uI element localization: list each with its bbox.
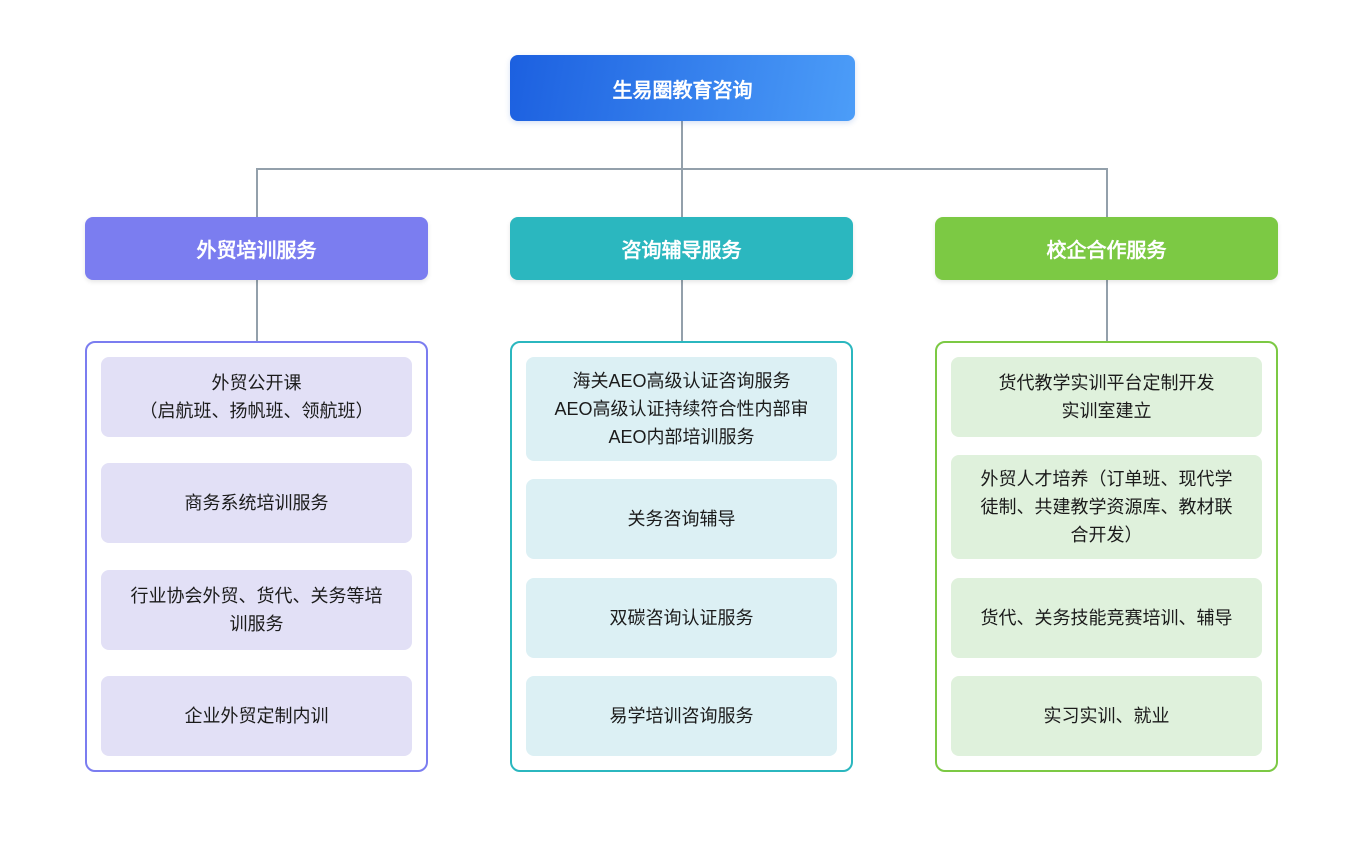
branch-header-school-enterprise-cooperation[interactable]: 校企合作服务 <box>935 217 1278 280</box>
branch-container-foreign-trade-training: 外贸公开课 （启航班、扬帆班、领航班） 商务系统培训服务 行业协会外贸、货代、关… <box>85 341 428 772</box>
branch-header-consulting-coaching[interactable]: 咨询辅导服务 <box>510 217 853 280</box>
connector-stem-branch-3 <box>1106 280 1108 342</box>
branch-item[interactable]: 关务咨询辅导 <box>526 479 837 560</box>
connector-root-vertical <box>681 121 683 169</box>
connector-drop-branch-3 <box>1106 168 1108 218</box>
branch-header-label: 咨询辅导服务 <box>621 240 742 262</box>
branch-item[interactable]: 行业协会外贸、货代、关务等培训服务 <box>101 569 412 650</box>
branch-header-label: 校企合作服务 <box>1046 240 1167 262</box>
branch-item[interactable]: 外贸公开课 （启航班、扬帆班、领航班） <box>101 357 412 437</box>
root-node[interactable]: 生易圈教育咨询 <box>510 55 855 121</box>
branch-header-label: 外贸培训服务 <box>196 240 317 262</box>
branch-item[interactable]: 海关AEO高级认证咨询服务 AEO高级认证持续符合性内部审 AEO内部培训服务 <box>526 357 837 461</box>
connector-drop-branch-1 <box>256 168 258 218</box>
branch-container-consulting-coaching: 海关AEO高级认证咨询服务 AEO高级认证持续符合性内部审 AEO内部培训服务 … <box>510 341 853 772</box>
branch-consulting-coaching: 咨询辅导服务 海关AEO高级认证咨询服务 AEO高级认证持续符合性内部审 AEO… <box>510 217 853 772</box>
branch-item[interactable]: 外贸人才培养（订单班、现代学徒制、共建教学资源库、教材联合开发） <box>951 455 1262 560</box>
connector-drop-branch-2 <box>681 168 683 218</box>
branch-item[interactable]: 商务系统培训服务 <box>101 463 412 544</box>
connector-stem-branch-1 <box>256 280 258 342</box>
branch-item[interactable]: 货代、关务技能竞赛培训、辅导 <box>951 577 1262 658</box>
branch-item[interactable]: 双碳咨询认证服务 <box>526 577 837 658</box>
branch-item[interactable]: 易学培训咨询服务 <box>526 675 837 756</box>
branch-item[interactable]: 实习实训、就业 <box>951 675 1262 756</box>
connector-stem-branch-2 <box>681 280 683 342</box>
root-node-label: 生易圈教育咨询 <box>612 79 753 102</box>
branch-header-foreign-trade-training[interactable]: 外贸培训服务 <box>85 217 428 280</box>
branch-container-school-enterprise-cooperation: 货代教学实训平台定制开发 实训室建立 外贸人才培养（订单班、现代学徒制、共建教学… <box>935 341 1278 772</box>
branch-school-enterprise-cooperation: 校企合作服务 货代教学实训平台定制开发 实训室建立 外贸人才培养（订单班、现代学… <box>935 217 1278 772</box>
branch-item[interactable]: 企业外贸定制内训 <box>101 675 412 756</box>
branch-item[interactable]: 货代教学实训平台定制开发 实训室建立 <box>951 357 1262 437</box>
branch-foreign-trade-training: 外贸培训服务 外贸公开课 （启航班、扬帆班、领航班） 商务系统培训服务 行业协会… <box>85 217 428 772</box>
